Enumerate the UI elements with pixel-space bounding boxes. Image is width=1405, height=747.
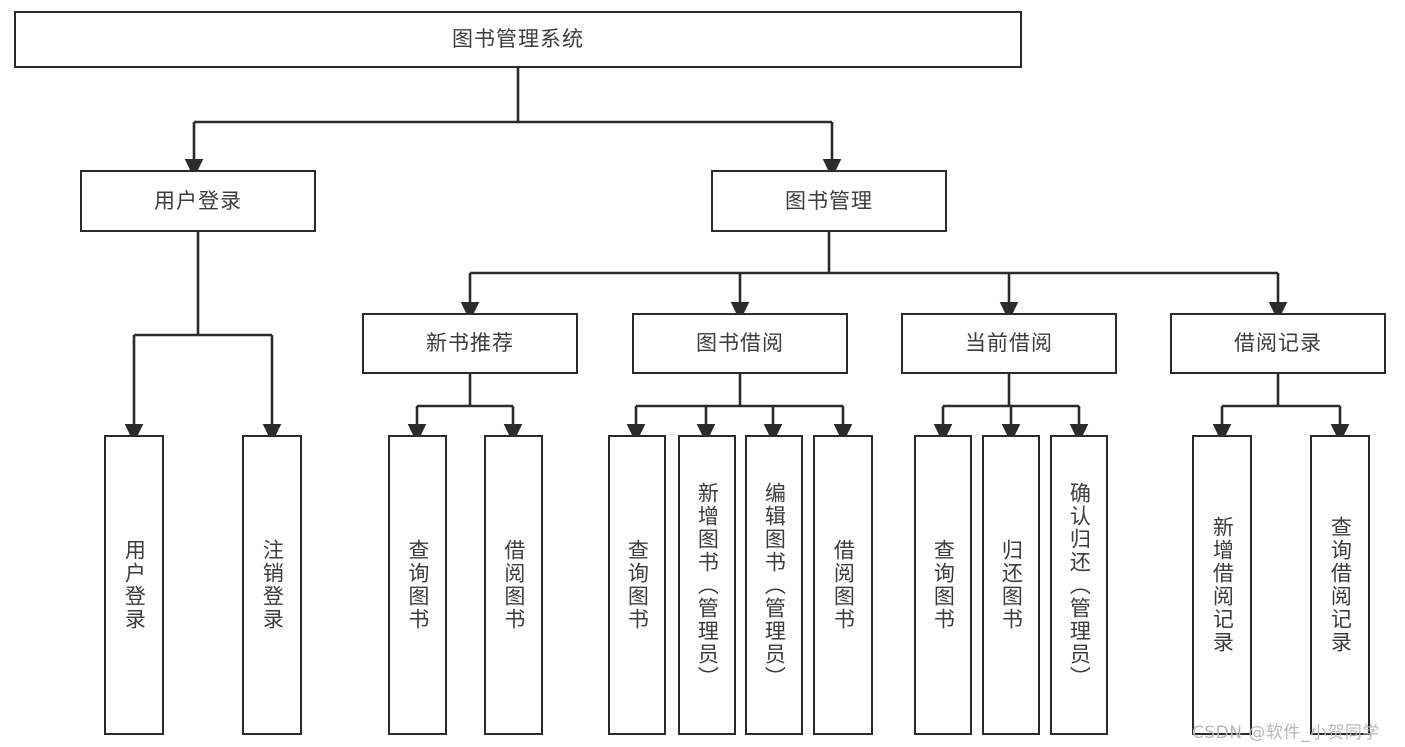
leaf-new-book-1-label: 查询图书 (405, 539, 430, 631)
leaf-new-book-2[interactable]: 借阅图书 (484, 435, 543, 735)
leaf-user-login-2[interactable]: 注销登录 (242, 435, 302, 735)
leaf-book-borrow-1-label: 查询图书 (625, 539, 650, 631)
node-current-borrow[interactable]: 当前借阅 (901, 313, 1117, 374)
leaf-book-borrow-3-label: 编辑图书（管理员） (762, 481, 787, 689)
leaf-book-borrow-2-label: 新增图书（管理员） (695, 481, 720, 689)
node-book-borrow[interactable]: 图书借阅 (632, 313, 848, 374)
node-book-borrow-label: 图书借阅 (696, 331, 784, 356)
leaf-current-borrow-3[interactable]: 确认归还（管理员） (1050, 435, 1108, 735)
node-new-book-recommend[interactable]: 新书推荐 (362, 313, 578, 374)
leaf-user-login-2-label: 注销登录 (260, 539, 285, 631)
leaf-current-borrow-2-label: 归还图书 (999, 539, 1024, 631)
leaf-book-borrow-4-label: 借阅图书 (831, 539, 856, 631)
leaf-borrow-record-2-label: 查询借阅记录 (1328, 516, 1353, 654)
leaf-book-borrow-1[interactable]: 查询图书 (608, 435, 666, 735)
leaf-current-borrow-2[interactable]: 归还图书 (982, 435, 1040, 735)
leaf-borrow-record-2[interactable]: 查询借阅记录 (1310, 435, 1370, 735)
node-new-book-recommend-label: 新书推荐 (426, 331, 514, 356)
node-root[interactable]: 图书管理系统 (14, 11, 1022, 68)
leaf-book-borrow-3[interactable]: 编辑图书（管理员） (745, 435, 803, 735)
leaf-user-login-1[interactable]: 用户登录 (104, 435, 164, 735)
leaf-current-borrow-1-label: 查询图书 (931, 539, 956, 631)
leaf-current-borrow-1[interactable]: 查询图书 (914, 435, 972, 735)
leaf-borrow-record-1-label: 新增借阅记录 (1210, 516, 1235, 654)
node-user-login[interactable]: 用户登录 (80, 170, 316, 232)
leaf-new-book-2-label: 借阅图书 (501, 539, 526, 631)
leaf-user-login-1-label: 用户登录 (122, 539, 147, 631)
leaf-new-book-1[interactable]: 查询图书 (388, 435, 447, 735)
leaf-book-borrow-4[interactable]: 借阅图书 (813, 435, 873, 735)
node-borrow-record[interactable]: 借阅记录 (1170, 313, 1386, 374)
node-current-borrow-label: 当前借阅 (965, 331, 1053, 356)
watermark: CSDN @软件_小贺同学 (1192, 723, 1380, 743)
leaf-borrow-record-1[interactable]: 新增借阅记录 (1192, 435, 1252, 735)
leaf-book-borrow-2[interactable]: 新增图书（管理员） (678, 435, 736, 735)
node-user-login-label: 用户登录 (154, 188, 242, 213)
node-book-manage[interactable]: 图书管理 (711, 170, 947, 232)
node-book-manage-label: 图书管理 (785, 188, 873, 213)
leaf-current-borrow-3-label: 确认归还（管理员） (1067, 481, 1092, 689)
node-root-label: 图书管理系统 (452, 27, 584, 52)
node-borrow-record-label: 借阅记录 (1234, 331, 1322, 356)
